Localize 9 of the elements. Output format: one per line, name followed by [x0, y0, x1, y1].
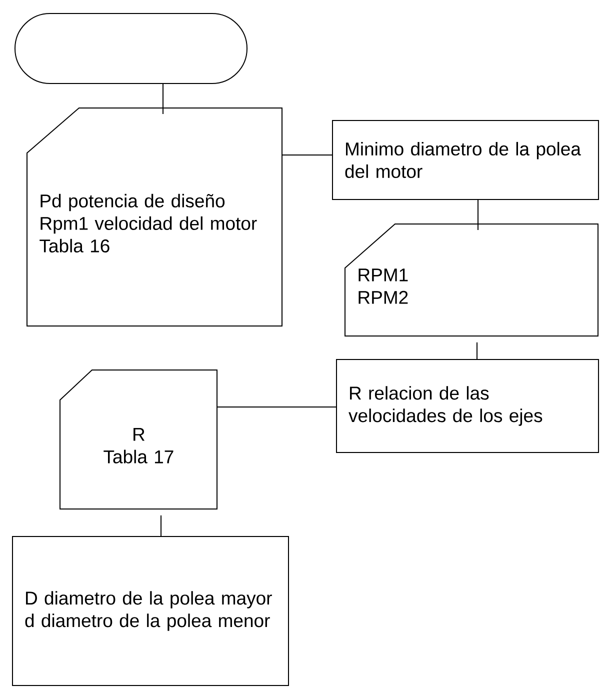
connector-line: [476, 342, 478, 360]
terminator-shape: [14, 13, 248, 84]
connector-line: [160, 514, 162, 536]
process-box: R relacion de las velocidades de los ejes: [336, 359, 599, 453]
connector-line: [282, 154, 332, 156]
process-box: Minimo diametro de la polea del motor: [332, 120, 599, 200]
connector-line: [216, 406, 336, 408]
process-box: D diametro de la polea mayor d diametro de la polea menor: [12, 536, 289, 686]
connector-line: [162, 84, 164, 114]
